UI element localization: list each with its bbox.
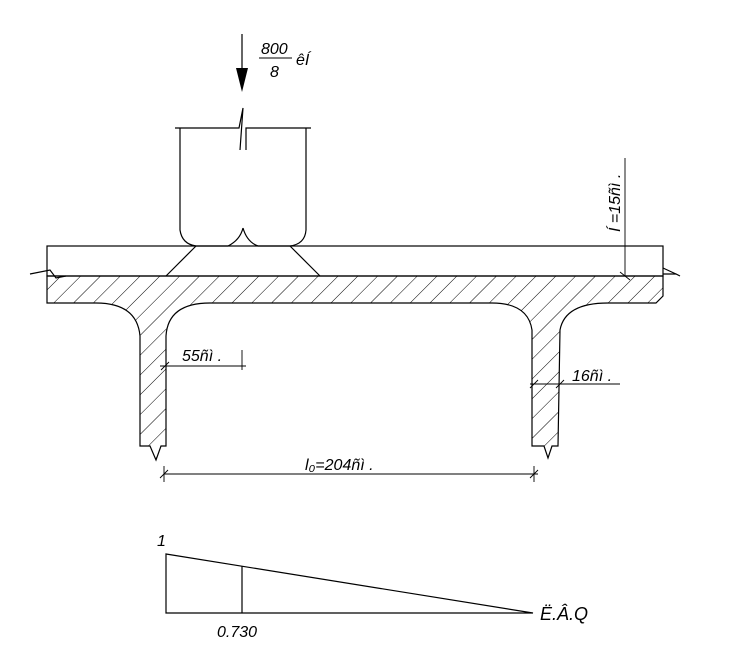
- load-numerator: 800: [261, 41, 288, 58]
- span-label: l₀=204ñì .: [305, 457, 374, 474]
- span-dimension: l₀=204ñì .: [159, 457, 539, 482]
- pavement-layer: [29, 245, 681, 279]
- rib-offset-label: 55ñì .: [182, 348, 222, 365]
- ordinate-value-label: 0.730: [217, 624, 257, 641]
- load-arrow: [236, 34, 248, 92]
- concrete-slab-section: [46, 275, 664, 462]
- rib-width-label: 16ñì .: [572, 368, 612, 385]
- rib-width-dimension: 16ñì .: [529, 368, 620, 389]
- influence-line-diagram: 1 0.730 Ë.Â.Q: [157, 533, 588, 641]
- thickness-dimension: Í =15ñì .: [605, 158, 631, 281]
- load-denominator: 8: [270, 64, 279, 81]
- thickness-label: Í =15ñì .: [605, 174, 624, 232]
- load-label: 800 8 êÍ: [259, 41, 312, 81]
- rib-offset-dimension: 55ñì .: [160, 348, 246, 371]
- influence-line-label: Ë.Â.Q: [540, 604, 588, 624]
- wheel-pair: [165, 107, 321, 277]
- load-unit: êÍ: [296, 50, 312, 69]
- start-ordinate-label: 1: [157, 533, 166, 550]
